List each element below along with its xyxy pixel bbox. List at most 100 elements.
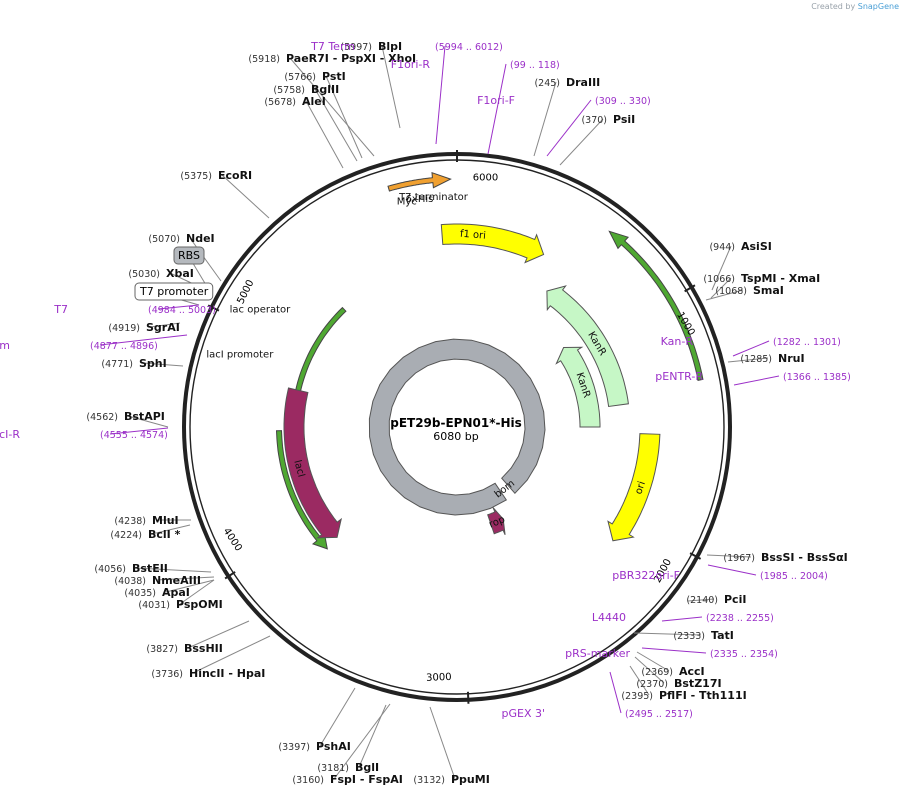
site-bsteii[interactable]: (4056)BstEII [94,562,167,575]
site-position: (2238 .. 2255) [706,613,774,624]
site-l4440[interactable]: (2238 .. 2255)L4440 [592,611,774,624]
leader-line [429,706,456,780]
leader-line [99,334,188,346]
site-position: (3160) [292,775,324,786]
site-apai[interactable]: (4035)ApaI [124,586,190,599]
site-f1ori-f[interactable]: (309 .. 330)F1ori-F [477,94,651,107]
site-rbs[interactable]: RBS [173,246,205,265]
site-kan-r[interactable]: (1282 .. 1301)Kan-R [661,335,841,348]
site-name: PshAI [316,740,351,753]
site-bsshii[interactable]: (3827) BssHII [146,642,222,655]
site-laci-r[interactable]: (4555 .. 4574)LacI-R [0,428,168,441]
site-name: HincII - HpaI [189,667,265,680]
tick-label: 5000 [235,278,256,306]
site-position: (3827) [146,644,178,655]
tick-mark [207,304,220,312]
leader-line [192,635,271,674]
site-psti[interactable]: (5766)PstI [284,70,345,83]
plasmid-size: 6080 bp [433,430,478,443]
feature-arrow-kanr: KanR [546,285,629,408]
site-t7[interactable]: (4984 .. 5003)T7 [53,303,216,316]
leader-line [305,100,344,169]
site-name: EcoRI [218,169,252,182]
site-tspmi[interactable]: (1066)TspMI - XmaI [703,272,820,285]
site-bglii[interactable]: (5758)BglII [273,83,339,96]
site-name: PciI [724,593,746,606]
site-nmeaiii[interactable]: (4038)NmeAIII [114,574,201,587]
site-name: T7 Term [310,40,355,53]
site-blpi[interactable]: (5997)BlpI [340,40,402,53]
leader-line [629,665,650,696]
site-bcli-[interactable]: (4224)BclI * [110,528,180,541]
site-asisi[interactable]: (944)AsiSI [709,240,771,253]
feature-arrow-kanr-shape [555,346,601,428]
site-position: (1985 .. 2004) [760,571,828,582]
site-position: (3181) [317,763,349,774]
site-mlui[interactable]: (4238) MluI [114,514,178,527]
site-sphi[interactable]: (4771)SphI [101,357,166,370]
site-name: PpuMI [451,773,490,786]
site-pbrrevbam[interactable]: (4877 .. 4896)pBRrevBam [0,339,158,352]
site-smai[interactable]: (1068)SmaI [715,284,784,297]
site-acci[interactable]: (2369)AccI [641,665,704,678]
leader-line [710,277,732,299]
site-hincii[interactable]: (3736)HincII - HpaI [151,667,265,680]
feature-label: ori [633,480,648,496]
site-paer7i[interactable]: (5918)PaeR7I - PspXI - XhoI [248,52,416,65]
site-t7-promoter[interactable]: T7 promoter [134,282,214,301]
site-bstapi[interactable]: (4562)BstAPI [86,410,164,423]
site-tati[interactable]: (2333)TatI [673,629,733,642]
site-name: BstEII [132,562,168,575]
site-ecori[interactable]: (5375)EcoRI [180,169,252,182]
leader-line [319,687,356,747]
site-position: (4238) [114,516,146,527]
site-draiii[interactable]: (245)DraIII [534,76,600,89]
site-name: pBR322ori-F [612,569,680,582]
leader-line [155,576,215,581]
site-psii[interactable]: (370)PsiI [581,113,635,126]
small-feature-label: Myc [397,197,417,208]
leader-line [221,174,270,219]
leader-line [127,415,169,428]
site-name: pENTR-R [655,370,703,383]
site-name: AsiSI [741,240,772,253]
site-name: SmaI [753,284,784,297]
site-position: (3132) [413,775,445,786]
site-pcii[interactable]: (2140)PciI [686,593,746,606]
site-f1ori-r[interactable]: (99 .. 118)F1ori-R [391,58,560,71]
leader-line [157,304,200,310]
feature-arrow-ori-shape [607,433,661,542]
leader-line [487,63,507,155]
site-nrui[interactable]: (1285)NruI [740,352,804,365]
site-ppumi[interactable]: (3132) PpuMI [413,773,489,786]
site-sgrai[interactable]: (4919)SgrAI [108,321,179,334]
outer-feature-arrow [608,230,704,381]
site-alei[interactable]: (5678)AleI [264,95,325,108]
site-pshai[interactable]: (3397)PshAI [278,740,350,753]
site-position: (2369) [641,667,673,678]
leader-line [533,81,557,157]
site-pgex-3-[interactable]: (2495 .. 2517)pGEX 3' [501,707,692,720]
site-pentr-r[interactable]: (1366 .. 1385)pENTR-R [655,370,851,383]
site-pbr322ori-f[interactable]: (1985 .. 2004) pBR322ori-F [612,569,828,582]
label-box [134,282,214,301]
site-fspi[interactable]: (3160)FspI - FspAI [292,773,402,786]
leader-line [707,564,757,576]
site-t7-term[interactable]: (5994 .. 6012)T7 Term [310,40,503,53]
site-xbai[interactable]: (5030)XbaI [128,267,193,280]
site-position: (245) [534,78,560,89]
site-position: (5918) [248,54,280,65]
site-prs-marker[interactable]: (2335 .. 2354)pRS-marker [565,647,778,660]
site-name: BssHII [184,642,223,655]
site-name: MluI [152,514,179,527]
site-bstz17i[interactable]: (2370)BstZ17I [636,677,721,690]
site-bsssi[interactable]: (1967)BssSI - BssSαI [723,551,847,564]
site-pspomi[interactable]: (4031)PspOMI [138,598,222,611]
site-pflfi[interactable]: (2395)PflFI - Tth111I [621,689,746,702]
leader-line [142,362,184,367]
site-ndei[interactable]: (5070)NdeI [148,232,214,245]
site-bgli[interactable]: (3181)BglI [317,761,379,774]
site-name: F1ori-F [477,94,515,107]
leader-line [705,289,744,301]
